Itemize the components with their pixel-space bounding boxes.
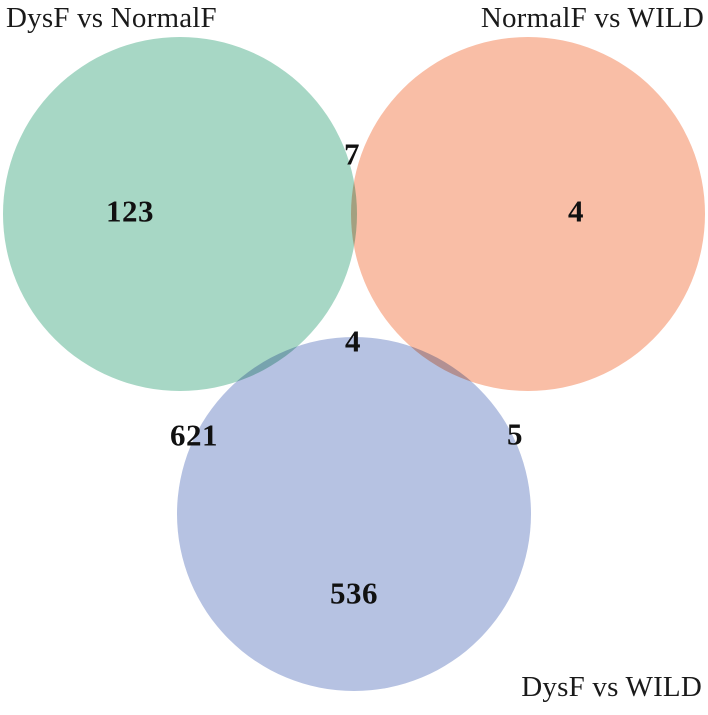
region-count-dysf-normalf-and-dysf-wild: 621 (170, 417, 218, 453)
region-count-normalf-wild-and-dysf-wild: 5 (507, 416, 523, 452)
set-label-dysf-vs-normalf: DysF vs NormalF (6, 2, 217, 34)
region-count-dysf-vs-wild-only: 536 (330, 575, 378, 611)
region-count-dysf-normalf-and-normalf-wild: 7 (344, 136, 360, 172)
venn-circle-dysf-vs-normalf (3, 37, 357, 391)
venn-circle-group (3, 37, 705, 691)
set-label-normalf-vs-wild: NormalF vs WILD (480, 2, 704, 34)
set-label-dysf-vs-wild: DysF vs WILD (521, 671, 702, 703)
region-count-all-three: 4 (345, 323, 361, 359)
venn-circle-normalf-vs-wild (351, 37, 705, 391)
region-count-dysf-vs-normalf-only: 123 (106, 193, 154, 229)
region-count-normalf-vs-wild-only: 4 (568, 193, 584, 229)
venn-circle-dysf-vs-wild (177, 337, 531, 691)
